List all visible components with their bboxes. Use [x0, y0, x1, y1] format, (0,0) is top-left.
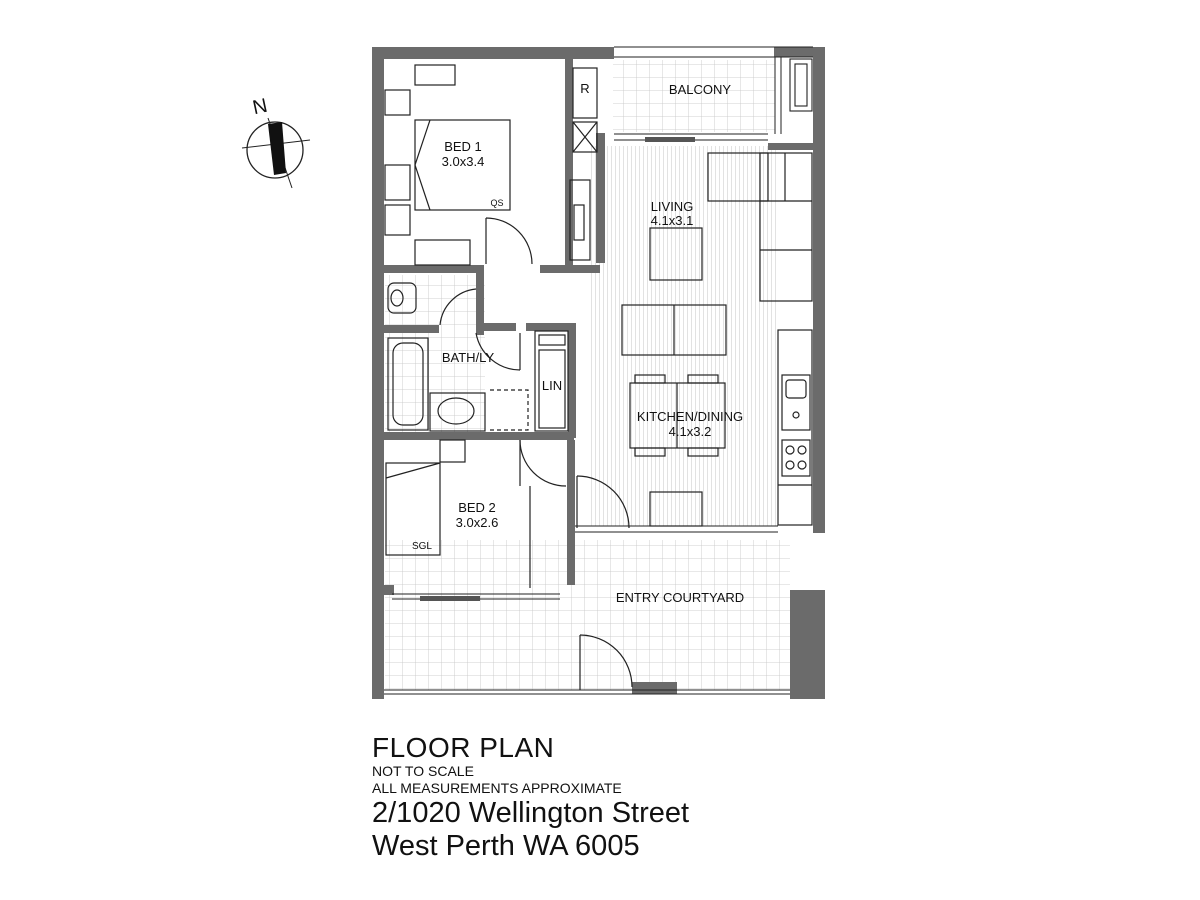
walls	[372, 47, 825, 699]
bathroom-fixtures	[387, 282, 529, 432]
kitchen-size: 4.1x3.2	[669, 424, 712, 439]
window-lines	[384, 46, 813, 695]
courtyard-floor	[385, 540, 790, 690]
address-line-2: West Perth WA 6005	[372, 830, 640, 862]
bed1-furniture	[384, 64, 533, 266]
robe-name: R	[580, 81, 589, 96]
bed1-bed-type: QS	[490, 198, 503, 208]
kitchen-dining-furniture	[629, 329, 813, 527]
living-floor	[588, 146, 778, 526]
balcony-floor	[613, 60, 775, 132]
title-block: FLOOR PLAN NOT TO SCALE ALL MEASUREMENTS…	[372, 733, 689, 863]
bath-name: BATH/LY	[442, 350, 495, 365]
bed2-furniture	[385, 439, 630, 588]
linen-cupboard	[534, 330, 569, 432]
bed2-bed-type: SGL	[412, 541, 432, 552]
balcony-name: BALCONY	[669, 82, 731, 97]
living-size: 4.1x3.1	[651, 213, 694, 228]
robe-unit	[572, 67, 598, 153]
courtyard-name: ENTRY COURTYARD	[616, 590, 744, 605]
bed2-size: 3.0x2.6	[456, 515, 499, 530]
north-label: N	[251, 95, 270, 120]
bed2-name: BED 2	[458, 500, 496, 515]
bathroom-floor	[385, 275, 485, 435]
linen-name: LIN	[542, 378, 562, 393]
plan-heading: FLOOR PLAN	[372, 732, 555, 763]
living-furniture	[569, 152, 813, 356]
entry-door	[579, 634, 633, 690]
north-arrow-icon: N	[241, 95, 311, 189]
plan-note-scale: NOT TO SCALE	[372, 763, 474, 779]
bed1-name: BED 1	[444, 139, 482, 154]
floor-plan: N	[241, 46, 825, 699]
kitchen-name: KITCHEN/DINING	[637, 409, 743, 424]
bed1-size: 3.0x3.4	[442, 154, 485, 169]
plan-note-measurements: ALL MEASUREMENTS APPROXIMATE	[372, 780, 622, 796]
living-name: LIVING	[651, 199, 694, 214]
address-line-1: 2/1020 Wellington Street	[372, 797, 690, 829]
balcony-heater	[789, 58, 813, 112]
